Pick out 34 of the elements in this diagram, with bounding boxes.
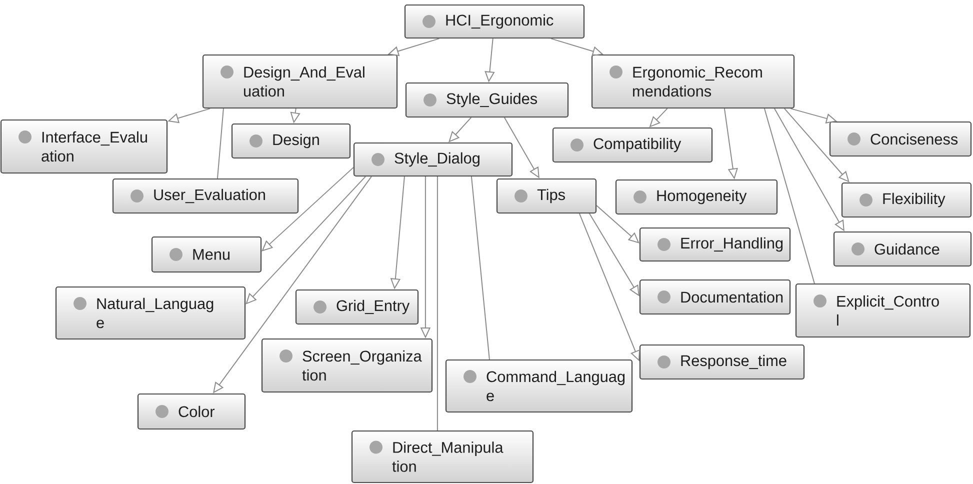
class-box: Natural_Languag e [55, 286, 246, 340]
class-box: Tips [496, 178, 597, 214]
class-box: User_Evaluation [112, 178, 299, 214]
class-box: Guidance [833, 231, 972, 267]
class-box: Design_And_Eval uation [202, 54, 398, 109]
class-box: HCI_Ergonomic [404, 4, 585, 39]
class-box: Direct_Manipula tion [351, 430, 534, 484]
connector-line [470, 176, 490, 360]
class-box: Menu [151, 236, 262, 273]
class-box: Color [137, 393, 246, 430]
class-box: Response_time [639, 344, 805, 380]
class-box: Style_Dialog [353, 142, 513, 177]
class-box: Flexibility [841, 182, 972, 218]
class-box: Homogeneity [615, 179, 778, 215]
class-box: Grid_Entry [295, 289, 419, 325]
class-box: Screen_Organiza tion [261, 338, 433, 393]
class-box: Style_Guides [405, 82, 569, 118]
arrow [596, 204, 640, 244]
class-box: Documentation [639, 279, 791, 315]
arrow [448, 117, 472, 142]
connector-line [764, 108, 815, 284]
arrow [784, 108, 850, 182]
class-box: Error_Handling [639, 227, 791, 262]
class-box: Interface_Evalu ation [0, 119, 168, 174]
class-box: Conciseness [829, 121, 972, 157]
class-box: Compatibility [552, 127, 713, 163]
class-box: Ergonomic_Recom mendations [591, 54, 795, 109]
arrow [246, 176, 366, 304]
connector-line [436, 176, 438, 431]
class-box: Command_Languag e [445, 359, 633, 413]
class-box: Explicit_Contro l [795, 283, 971, 338]
class-box: Design [231, 123, 351, 159]
arrow [262, 166, 354, 252]
connector-line [216, 108, 224, 179]
